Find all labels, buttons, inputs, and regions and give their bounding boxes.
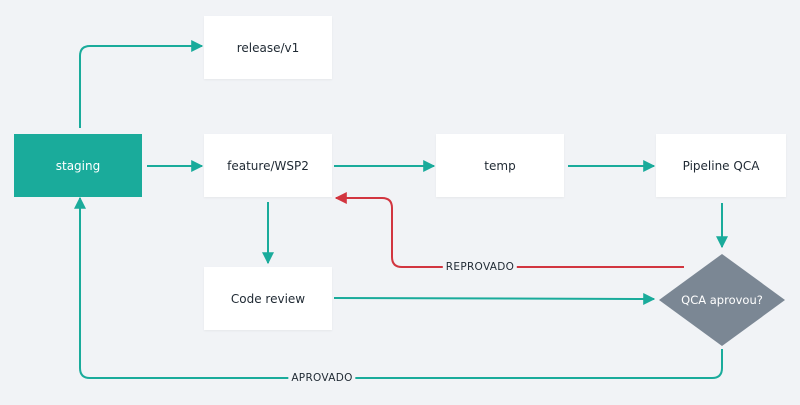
edge-decision-approved-to-staging: [74, 196, 723, 379]
node-code-review-label: Code review: [230, 291, 306, 306]
edge-decision-rejected-to-feature: [334, 192, 684, 268]
node-feature: feature/WSP2: [204, 134, 332, 197]
edge-label-rejected: REPROVADO: [442, 260, 518, 274]
node-feature-label: feature/WSP2: [227, 158, 309, 173]
edge-staging-to-release: [79, 40, 204, 128]
edge-code-review-to-decision: [333, 292, 656, 305]
node-pipeline: Pipeline QCA: [656, 134, 786, 197]
node-code-review: Code review: [204, 267, 332, 330]
node-decision-label: QCA aprovou?: [681, 293, 763, 307]
decision-diamond-shape: [659, 254, 785, 346]
node-temp-label: temp: [484, 158, 516, 173]
node-pipeline-label: Pipeline QCA: [682, 158, 760, 173]
node-decision: QCA aprovou?: [658, 253, 786, 347]
node-release-label: release/v1: [236, 40, 300, 55]
node-temp: temp: [436, 134, 564, 197]
node-staging-label: staging: [55, 158, 101, 173]
node-release: release/v1: [204, 16, 332, 79]
node-staging: staging: [14, 134, 142, 197]
edge-label-approved: APROVADO: [288, 371, 356, 385]
